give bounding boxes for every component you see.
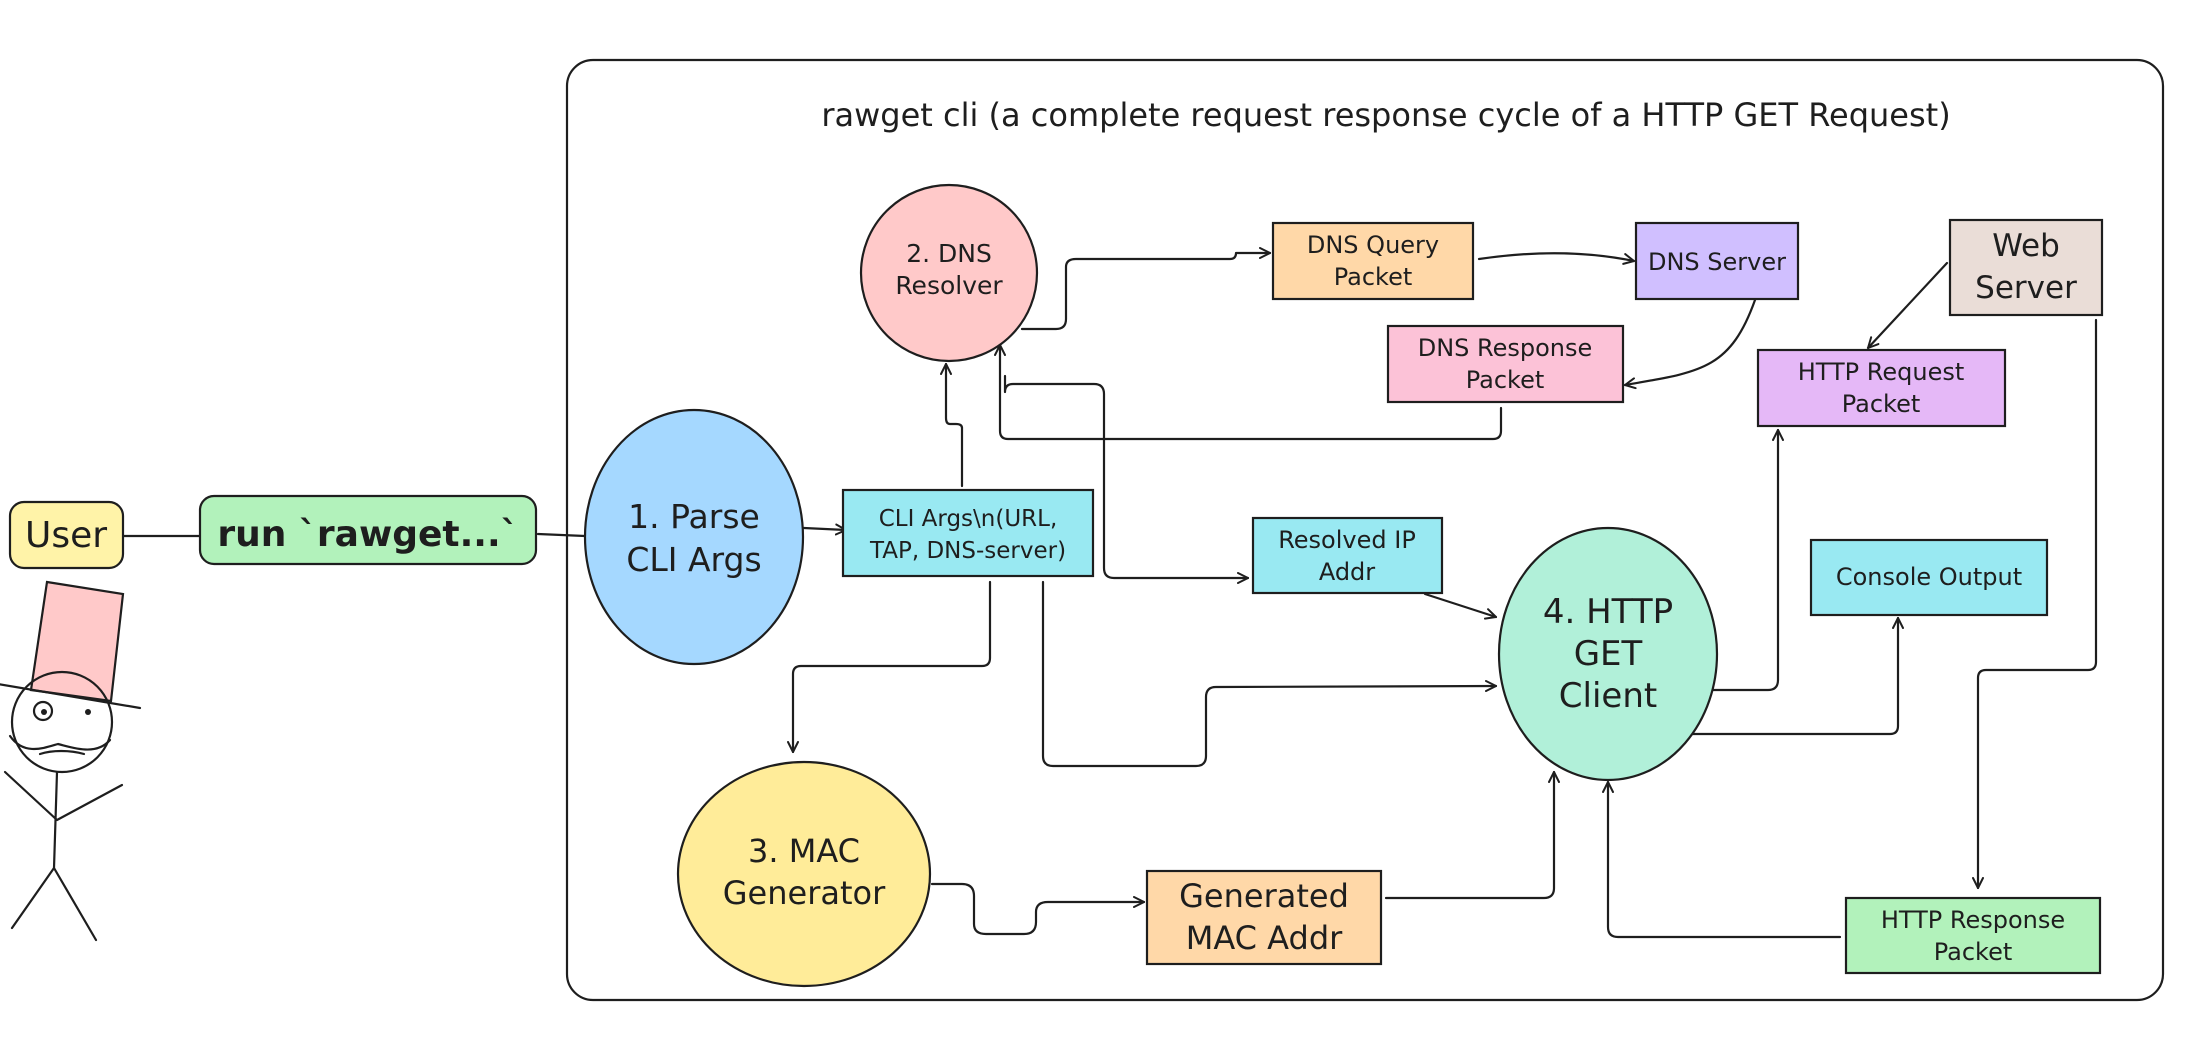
node-http-response-packet[interactable]: HTTP Response Packet [1844,896,2102,975]
parse-cli-args-ellipse [583,408,805,666]
edge-generatedmac-to-httpclient [1384,770,1560,900]
dns-response-packet-box [1386,324,1625,404]
http-get-client-line3: Client [1559,676,1657,716]
dns-resolver-line2: Resolver [895,271,1003,300]
http-response-packet-box [1844,896,2102,975]
dns-response-packet-line2: Packet [1466,366,1545,394]
edge-httpresponse-to-httpclient [1602,780,1842,939]
edge-cliargs-to-httpclient [1041,580,1498,768]
edge-run-to-parse [536,532,587,538]
edge-cliargs-to-dnsresolver [940,362,964,488]
user-box [8,500,125,570]
node-dns-response-packet[interactable]: DNS Response Packet [1386,324,1625,404]
top-hat-icon [29,580,125,703]
stick-arms [3,770,124,822]
user-stick-figure [0,580,142,942]
node-console-output[interactable]: Console Output [1809,538,2049,617]
edge-httpclient-to-httprequest [1710,428,1784,692]
generated-mac-addr-box [1145,869,1383,966]
web-server-line1: Web [1992,228,2060,264]
http-get-client-line1: 4. HTTP [1543,592,1673,632]
node-web-server[interactable]: Web Server [1948,218,2104,317]
stick-legs [10,866,98,942]
http-request-packet-line1: HTTP Request [1798,358,1965,386]
http-request-packet-box [1756,348,2007,428]
console-output-box [1809,538,2049,617]
node-resolved-ip-addr[interactable]: Resolved IP Addr [1251,516,1444,595]
http-get-client-line2: GET [1574,634,1643,674]
dns-server-box [1634,221,1800,301]
eye-right-icon [85,709,91,715]
edge-resolvedip-to-httpclient [1423,592,1498,620]
node-user[interactable]: User [8,500,125,570]
node-run-command[interactable]: run `rawget...` [198,494,538,566]
node-dns-resolver[interactable]: 2. DNS Resolver [859,183,1039,363]
rawget-frame [565,58,2165,1002]
mustache-icon [8,734,112,751]
run-command-box [198,494,538,566]
resolved-ip-addr-line1: Resolved IP [1278,526,1416,554]
resolved-ip-addr-line2: Addr [1319,558,1375,586]
edge-parse-to-cliargs [802,523,848,536]
edges [122,247,2098,939]
node-parse-cli-args[interactable]: 1. Parse CLI Args [583,408,805,666]
edge-resolver-to-resolvedip [1003,374,1250,584]
dns-server-label: DNS Server [1648,248,1786,276]
web-server-box [1948,218,2104,317]
user-label: User [25,515,107,556]
generated-mac-addr-line1: Generated [1179,877,1349,915]
mac-generator-ellipse [676,760,932,988]
dns-resolver-line1: 2. DNS [906,239,992,268]
edge-webserver-to-httpresponse [1972,318,2098,890]
edge-dnsresponse-to-dnsresolver [994,343,1503,441]
edge-httpclient-to-console [1688,616,1904,736]
cli-args-line2: TAP, DNS-server) [869,538,1066,564]
http-response-packet-line1: HTTP Response [1881,906,2065,934]
node-generated-mac-addr[interactable]: Generated MAC Addr [1145,869,1383,966]
node-dns-server[interactable]: DNS Server [1634,221,1800,301]
resolved-ip-addr-box [1251,516,1444,595]
mac-generator-line2: Generator [723,874,886,912]
edge-webserver-to-httprequest [1866,261,1949,350]
parse-cli-args-line1: 1. Parse [628,497,760,536]
cli-args-line1: CLI Args\n(URL, [879,506,1058,532]
http-get-client-ellipse [1497,526,1719,782]
web-server-line2: Server [1975,270,2077,306]
dns-resolver-ellipse [859,183,1039,363]
cli-args-box [841,488,1095,578]
hat-brim [0,683,142,710]
parse-cli-args-line2: CLI Args [626,540,761,579]
edge-dnsserver-to-dnsresponse [1623,298,1757,390]
node-dns-query-packet[interactable]: DNS Query Packet [1271,221,1475,301]
head-icon [10,670,114,774]
generated-mac-addr-line2: MAC Addr [1186,919,1343,957]
diagram-title: rawget cli (a complete request response … [821,96,1950,134]
dns-query-packet-line2: Packet [1334,263,1413,291]
http-request-packet-line2: Packet [1842,390,1921,418]
edge-cliargs-to-macgen [787,580,992,754]
node-http-get-client[interactable]: 4. HTTP GET Client [1497,526,1719,782]
dns-response-packet-line1: DNS Response [1418,334,1593,362]
node-cli-args[interactable]: CLI Args\n(URL, TAP, DNS-server) [841,488,1095,578]
dns-query-packet-box [1271,221,1475,301]
edge-dnsresolver-to-dnsquery [1020,247,1272,331]
mac-generator-line1: 3. MAC [748,832,860,870]
dns-query-packet-line1: DNS Query [1307,231,1439,259]
eye-left-pupil [41,709,47,715]
console-output-label: Console Output [1836,563,2022,591]
http-response-packet-line2: Packet [1934,938,2013,966]
eye-left-icon [32,700,54,722]
node-mac-generator[interactable]: 3. MAC Generator [676,760,932,988]
node-http-request-packet[interactable]: HTTP Request Packet [1756,348,2007,428]
run-command-label: run `rawget...` [217,514,518,555]
edge-dnsquery-to-dnsserver [1477,252,1636,265]
mouth-icon [38,749,86,756]
edge-macgen-to-generatedmac [930,882,1146,936]
